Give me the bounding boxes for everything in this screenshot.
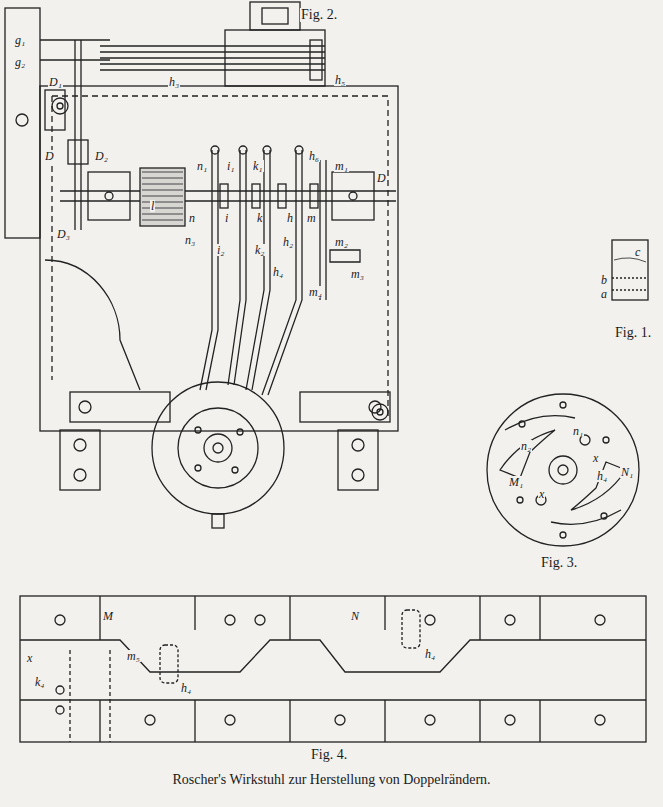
part-letter: k — [256, 212, 263, 224]
part-letter: M₁ — [508, 476, 524, 488]
part-letter: D₃ — [56, 228, 71, 240]
figure-label: Fig. 3. — [540, 556, 578, 570]
part-letter: x — [538, 488, 545, 500]
part-letter: h₄ — [180, 682, 192, 694]
part-letter: D — [44, 150, 55, 162]
part-letter: b — [600, 274, 608, 286]
part-letter: D₂ — [94, 150, 109, 162]
part-letter: N — [350, 610, 360, 622]
part-letter: l — [150, 200, 155, 212]
part-letter: m₃ — [350, 268, 365, 280]
part-letter: n₁ — [196, 160, 208, 172]
part-letter: h — [286, 212, 294, 224]
part-letter: N₁ — [620, 466, 634, 478]
part-letter: i₁ — [226, 160, 236, 172]
part-letter: i₂ — [216, 244, 226, 256]
part-letter: m₂ — [334, 236, 349, 248]
part-letter: D₁ — [48, 76, 63, 88]
part-letter: h₄ — [424, 648, 436, 660]
part-letter: h₄ — [596, 470, 608, 482]
part-letter: x — [26, 652, 33, 664]
part-letter: k₂ — [254, 244, 266, 256]
part-letter: m — [306, 212, 317, 224]
part-letter: n₁ — [572, 425, 584, 437]
part-letter: x — [592, 452, 599, 464]
part-letter: m₁ — [334, 160, 349, 172]
part-letter: m₅ — [126, 650, 141, 662]
part-letter: h₂ — [282, 236, 294, 248]
figure-label: Fig. 4. — [310, 748, 348, 762]
figure-label: Fig. 1. — [614, 326, 652, 340]
part-letter: n — [188, 212, 196, 224]
part-letter: n₂ — [520, 440, 532, 452]
part-letter: m₄ — [308, 286, 323, 298]
part-letter: c — [634, 246, 641, 258]
part-letter: k₄ — [34, 676, 46, 688]
part-letter: g₁ — [14, 34, 26, 46]
part-letter: i — [224, 212, 229, 224]
part-letter: h₅ — [334, 74, 346, 86]
figure-caption: Roscher's Wirkstuhl zur Herstellung von … — [0, 772, 663, 788]
part-letter: D — [376, 172, 387, 184]
part-letter: k₁ — [252, 160, 264, 172]
part-letter: a — [600, 288, 608, 300]
part-letter: M — [102, 610, 114, 622]
part-letter: n₃ — [184, 234, 196, 246]
part-letter: h₄ — [272, 266, 284, 278]
figure-label: Fig. 2. — [300, 8, 338, 22]
part-letter: g₂ — [14, 56, 26, 68]
part-letter: h₆ — [308, 150, 320, 162]
part-letter: h₃ — [168, 76, 180, 88]
